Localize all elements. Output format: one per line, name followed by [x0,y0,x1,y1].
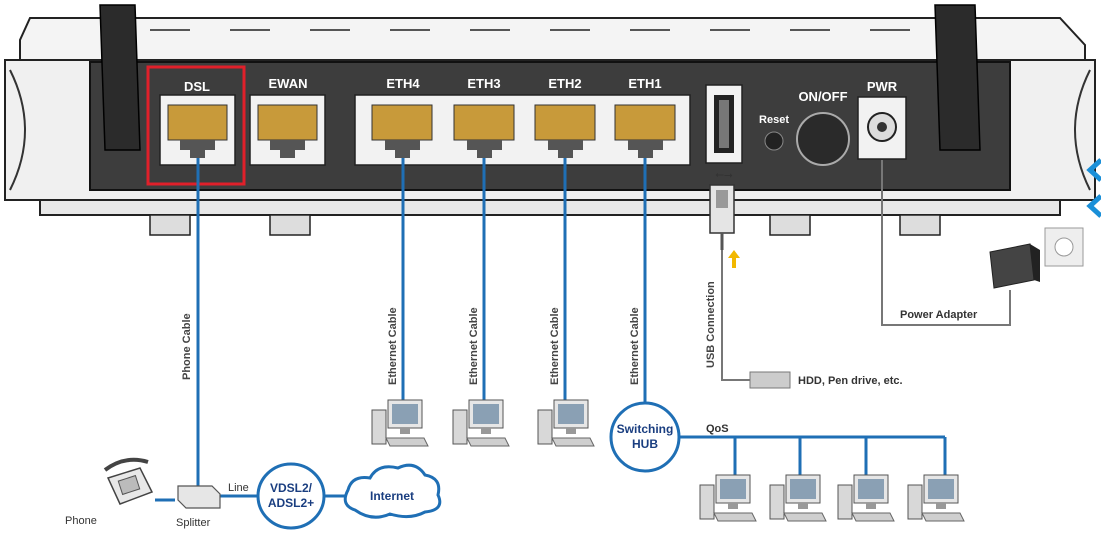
usb-storage-device: HDD, Pen drive, etc. [749,371,903,389]
ethernet-cable-label-1: Ethernet Cable [387,307,399,385]
antenna-left [99,4,141,151]
eth3-port: ETH3 [453,76,515,158]
splitter-label: Splitter [176,517,211,529]
computer-icon-eth2 [537,399,595,447]
eth1-port: ETH1 [614,76,676,158]
internet-label: Internet [370,489,414,503]
usb-connection-label: USB Connection [705,281,717,368]
reset-button: Reset [759,114,789,151]
arrow-up-icon [728,250,740,268]
usb-devices-label: HDD, Pen drive, etc. [798,375,903,387]
wall-outlet-icon [1044,227,1084,267]
vdsl-label-line1: VDSL2/ [270,481,313,495]
qos-label: QoS [706,423,729,435]
usb-port [705,84,743,164]
ewan-port: EWAN [249,76,326,166]
vdsl-bubble: VDSL2/ ADSL2+ [256,462,326,530]
power-adapter-icon [989,243,1040,289]
eth4-port-label: ETH4 [386,76,420,91]
switching-hub-label-line2: HUB [632,437,658,451]
edge-chevron-icon [1086,158,1101,218]
dsl-highlight-box [146,65,246,186]
ethernet-cable-label-2: Ethernet Cable [468,307,480,385]
telephone-icon [103,457,154,505]
dsl-port: DSL [159,79,236,166]
eth2-port-label: ETH2 [548,76,581,91]
phone-label: Phone [65,515,97,527]
ewan-port-label: EWAN [269,76,308,91]
cables [155,158,947,502]
power-adapter-label: Power Adapter [900,309,978,321]
ethernet-cable-label-4: Ethernet Cable [629,307,641,385]
usb-symbol-icon: ⭠⭢ [715,169,733,181]
reset-label: Reset [759,114,789,126]
computer-icon-eth4 [371,399,429,447]
computer-icon-qos-4 [907,474,965,522]
usb-cable: ⭠⭢ [709,169,750,381]
splitter-icon [177,485,221,509]
eth3-port-label: ETH3 [467,76,500,91]
power-cable: Power Adapter [881,160,1011,326]
power-jack: PWR [857,79,907,160]
onoff-label: ON/OFF [798,89,847,104]
pwr-label: PWR [867,79,898,94]
phone-cable-label: Phone Cable [181,313,193,380]
internet-cloud: Internet [343,463,442,519]
computer-icon-qos-3 [837,474,895,522]
computer-icon-eth3 [452,399,510,447]
dsl-port-label: DSL [184,79,210,94]
eth4-port: ETH4 [371,76,433,158]
computer-icon-qos-2 [769,474,827,522]
eth2-port: ETH2 [534,76,596,158]
switching-hub: Switching HUB [609,401,681,473]
ethernet-cable-label-3: Ethernet Cable [549,307,561,385]
eth1-port-label: ETH1 [628,76,661,91]
vdsl-label-line2: ADSL2+ [268,496,314,510]
power-switch: ON/OFF [796,89,850,166]
line-label: Line [228,482,249,494]
antenna-right [934,4,981,151]
switching-hub-label-line1: Switching [617,422,674,436]
computer-icon-qos-1 [699,474,757,522]
